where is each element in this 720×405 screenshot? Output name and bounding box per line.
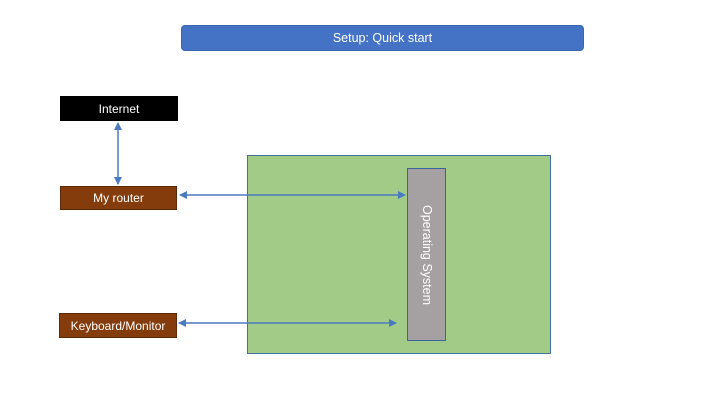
internet-box: Internet (60, 96, 178, 121)
keyboard-monitor-box: Keyboard/Monitor (59, 313, 177, 338)
router-label: My router (93, 191, 144, 205)
operating-system-box: Operating System (407, 168, 446, 341)
internet-label: Internet (98, 101, 140, 116)
keyboard-monitor-label: Keyboard/Monitor (70, 318, 166, 333)
title-text: Setup: Quick start (332, 31, 433, 45)
router-box: My router (60, 186, 177, 210)
title-bar: Setup: Quick start (181, 25, 584, 51)
